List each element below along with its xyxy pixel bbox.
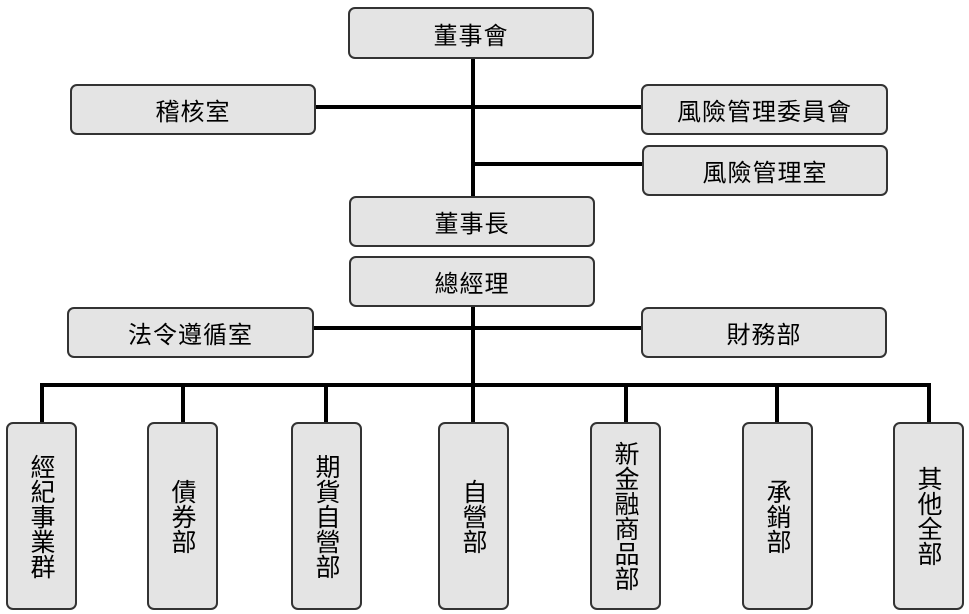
chairman-label: 董事長: [434, 210, 510, 238]
connector-president-trunk: [471, 305, 475, 385]
compliance-office-label: 法令遵循室: [128, 321, 253, 349]
board-label: 董事會: [433, 21, 509, 50]
department-node-2[interactable]: 債券部: [147, 422, 218, 610]
department-node-3[interactable]: 期貨自營部: [291, 422, 362, 610]
connector-dept-6: [775, 385, 779, 423]
department-label: 新金融商品部: [611, 441, 640, 591]
connector-dept-7: [927, 385, 931, 423]
department-node-5[interactable]: 新金融商品部: [590, 422, 661, 610]
board-node[interactable]: 董事會: [348, 7, 594, 59]
connector-dept-2: [181, 385, 185, 423]
risk-office-node[interactable]: 風險管理室: [642, 145, 888, 196]
department-node-4[interactable]: 自營部: [438, 422, 509, 610]
connector-departments-bus: [40, 383, 931, 387]
connector-dept-5: [624, 385, 628, 423]
compliance-office-node[interactable]: 法令遵循室: [67, 307, 314, 358]
risk-office-label: 風險管理室: [702, 159, 828, 187]
connector-president-side: [313, 326, 642, 330]
finance-dept-label: 財務部: [726, 321, 802, 349]
department-label: 債券部: [168, 478, 197, 554]
risk-committee-node[interactable]: 風險管理委員會: [641, 84, 888, 135]
connector-dept-3: [324, 385, 328, 423]
department-label: 承銷部: [763, 478, 792, 554]
risk-committee-label: 風險管理委員會: [677, 98, 852, 126]
department-label: 經紀事業群: [27, 453, 56, 579]
audit-office-node[interactable]: 稽核室: [70, 84, 316, 135]
finance-dept-node[interactable]: 財務部: [641, 307, 887, 358]
connector-dept-4: [471, 385, 475, 423]
president-node[interactable]: 總經理: [349, 256, 595, 307]
department-label: 其他全部: [914, 466, 943, 566]
department-node-7[interactable]: 其他全部: [893, 422, 964, 610]
connector-board-side: [315, 105, 643, 109]
connector-dept-1: [40, 385, 44, 423]
president-label: 總經理: [434, 270, 510, 298]
department-label: 自營部: [459, 478, 488, 554]
connector-risk-office: [473, 162, 643, 166]
department-node-1[interactable]: 經紀事業群: [6, 422, 77, 610]
audit-office-label: 稽核室: [155, 98, 231, 126]
chairman-node[interactable]: 董事長: [349, 196, 595, 247]
department-node-6[interactable]: 承銷部: [742, 422, 813, 610]
department-label: 期貨自營部: [312, 453, 341, 579]
connector-main-trunk: [471, 58, 475, 198]
